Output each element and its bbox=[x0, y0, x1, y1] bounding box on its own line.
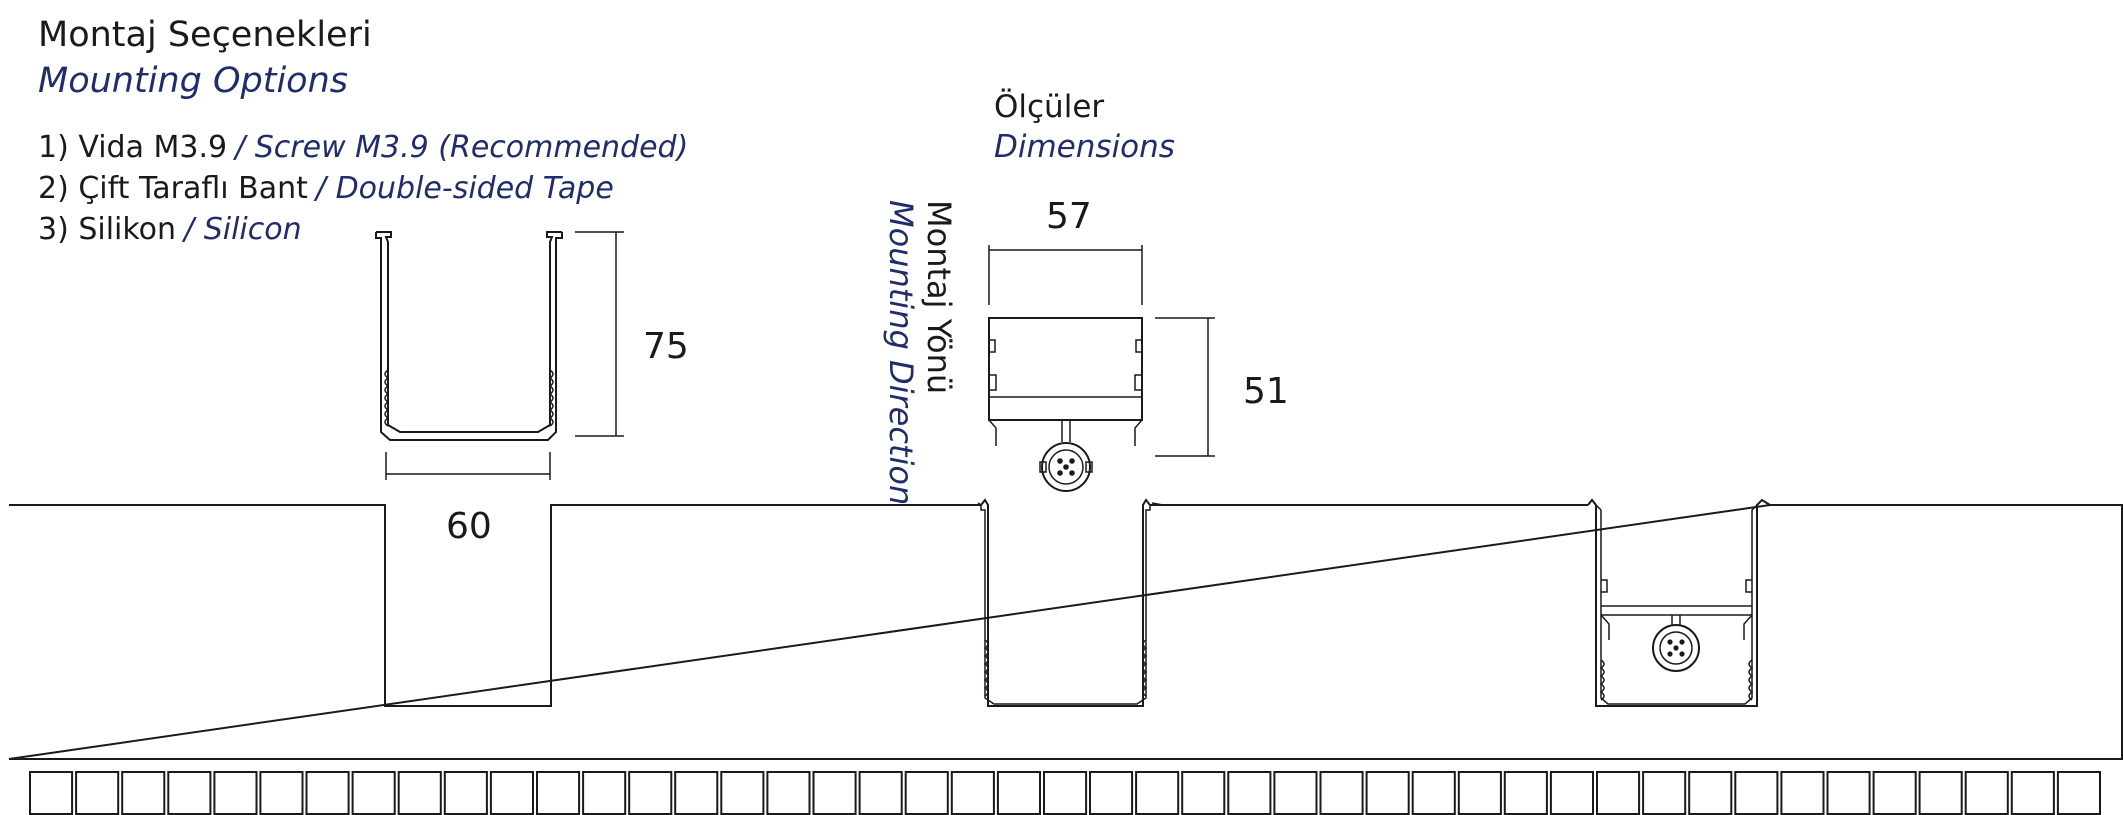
ceiling-tile bbox=[582, 771, 627, 815]
ceiling-tile bbox=[1227, 771, 1272, 815]
ceiling-tile bbox=[259, 771, 304, 815]
dimension-height-value: 75 bbox=[643, 326, 689, 367]
mounting-option-2: 2) Çift Taraflı Bant/ Double-sided Tape bbox=[38, 171, 614, 206]
ceiling-tile bbox=[766, 771, 811, 815]
ceiling-tile bbox=[29, 771, 74, 815]
dimension-profile-width-value: 57 bbox=[1046, 196, 1092, 237]
ceiling-tile bbox=[950, 771, 995, 815]
ceiling-tile bbox=[536, 771, 581, 815]
ceiling-tile bbox=[1918, 771, 1963, 815]
profile-section-drawing bbox=[375, 231, 563, 441]
ceiling-tile bbox=[213, 771, 258, 815]
dimension-height-75: 75 bbox=[575, 231, 689, 437]
ceiling-tile bbox=[1642, 771, 1687, 815]
mounting-title-en: Mounting Options bbox=[38, 61, 348, 101]
ceiling-tile bbox=[1596, 771, 1641, 815]
dimension-depth-value: 51 bbox=[1243, 371, 1289, 412]
profile-with-connector-drawing bbox=[988, 317, 1143, 492]
ceiling-tile bbox=[1411, 771, 1456, 815]
dimensions-title-en: Dimensions bbox=[994, 129, 1175, 165]
dimension-depth-51: 51 bbox=[1155, 317, 1289, 457]
dimensions-title-tr: Ölçüler bbox=[994, 88, 1104, 125]
dimension-width-60: 60 bbox=[385, 452, 551, 547]
ceiling-tile bbox=[443, 771, 488, 815]
mounting-direction-en: Mounting Direction bbox=[882, 200, 920, 505]
mounting-direction-label: Montaj Yönü Mounting Direction bbox=[882, 200, 958, 505]
ceiling-tile bbox=[1734, 771, 1779, 815]
ceiling-tile bbox=[1826, 771, 1871, 815]
ceiling-tile bbox=[75, 771, 120, 815]
ceiling-tile bbox=[1872, 771, 1917, 815]
ceiling-tile bbox=[1457, 771, 1502, 815]
ceiling-tile bbox=[996, 771, 1042, 815]
dimension-width-57: 57 bbox=[988, 196, 1143, 305]
ceiling-tile bbox=[1319, 771, 1364, 815]
ceiling-tile bbox=[351, 771, 396, 815]
ceiling-tile bbox=[720, 771, 765, 815]
ceiling-tile bbox=[812, 771, 857, 815]
ceiling-tile bbox=[1688, 771, 1733, 815]
ceiling-tile-row bbox=[29, 771, 2101, 815]
installed-profile-right bbox=[1587, 498, 1771, 707]
ceiling-tile bbox=[1964, 771, 2009, 815]
ceiling-tile bbox=[397, 771, 442, 815]
mounting-title-tr: Montaj Seçenekleri bbox=[38, 15, 372, 55]
ceiling-tile bbox=[1273, 771, 1318, 815]
mounting-option-3: 3) Silikon/ Silicon bbox=[38, 212, 302, 247]
ceiling-tile bbox=[1549, 771, 1595, 815]
ceiling-tile bbox=[904, 771, 949, 815]
mounting-option-1: 1) Vida M3.9/ Screw M3.9 (Recommended) bbox=[38, 130, 688, 165]
ceiling-tile bbox=[2056, 771, 2101, 815]
ceiling-tile bbox=[305, 771, 350, 815]
ceiling-tile bbox=[1503, 771, 1548, 815]
dimension-width-value: 60 bbox=[446, 506, 492, 547]
ceiling-tile bbox=[121, 771, 166, 815]
ceiling-tile bbox=[1181, 771, 1226, 815]
mounting-surface bbox=[8, 504, 2123, 760]
mounting-direction-tr: Montaj Yönü bbox=[920, 200, 958, 394]
ceiling-tile bbox=[489, 771, 534, 815]
ceiling-tile bbox=[1780, 771, 1825, 815]
ceiling-tile bbox=[1043, 771, 1088, 815]
ceiling-tile bbox=[167, 771, 212, 815]
ceiling-tile bbox=[2010, 771, 2055, 815]
ceiling-tile bbox=[1365, 771, 1410, 815]
ceiling-tile bbox=[1135, 771, 1180, 815]
installed-profile-middle bbox=[970, 498, 1164, 707]
ceiling-tile bbox=[858, 771, 903, 815]
ceiling-tile bbox=[674, 771, 719, 815]
ceiling-tile bbox=[1089, 771, 1134, 815]
ceiling-tile bbox=[628, 771, 673, 815]
